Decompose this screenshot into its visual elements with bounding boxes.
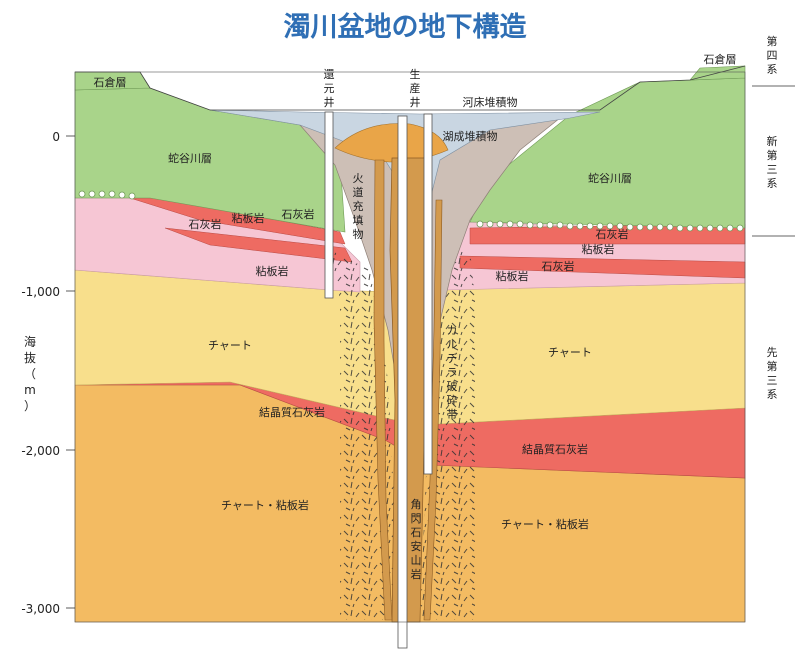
svg-text:物: 物 — [353, 227, 364, 241]
label-ishikura-left: 石倉層 — [94, 75, 127, 89]
label-lake-sediment: 湖成堆積物 — [443, 129, 498, 143]
svg-text:元: 元 — [324, 82, 335, 95]
production-well-left — [397, 115, 408, 649]
svg-text:ル: ル — [447, 338, 458, 351]
svg-text:井: 井 — [324, 95, 335, 109]
svg-text:四: 四 — [767, 49, 778, 62]
svg-text:閃: 閃 — [411, 512, 422, 525]
svg-text:第: 第 — [767, 359, 778, 373]
production-well-right — [423, 113, 433, 475]
svg-text:充: 充 — [353, 199, 364, 213]
era-label-neogene: 新 第 三 系 — [767, 134, 778, 190]
svg-text:角: 角 — [411, 498, 422, 511]
svg-text:破: 破 — [447, 379, 458, 393]
svg-text:道: 道 — [353, 185, 364, 199]
svg-text:石: 石 — [411, 526, 422, 539]
svg-text:生: 生 — [410, 67, 421, 81]
y-tick-label: -1,000 — [21, 285, 60, 299]
svg-text:系: 系 — [767, 63, 778, 76]
label-crystalline-limestone-right: 結晶質石灰岩 — [522, 442, 588, 456]
reinjection-well — [324, 111, 334, 299]
svg-text:デ: デ — [447, 351, 458, 365]
svg-text:井: 井 — [410, 95, 421, 109]
ground-surface — [75, 65, 746, 111]
label-slate: 粘板岩 — [232, 211, 265, 225]
label-limestone: 石灰岩 — [189, 217, 222, 231]
svg-text:還: 還 — [324, 68, 335, 81]
svg-text:第: 第 — [767, 148, 778, 162]
label-production-well: 生 産 井 — [410, 67, 421, 109]
svg-text:産: 産 — [410, 82, 421, 95]
andesite-branch-right — [423, 199, 443, 621]
svg-text:砕: 砕 — [447, 393, 458, 407]
svg-text:カ: カ — [447, 324, 458, 337]
svg-text:ラ: ラ — [447, 366, 458, 379]
label-hornblende-andesite: 角 閃 石 安 山 岩 — [411, 498, 422, 581]
label-slate: 粘板岩 — [582, 242, 615, 256]
svg-text:（: （ — [24, 367, 36, 381]
svg-text:安: 安 — [411, 539, 422, 553]
svg-text:火: 火 — [353, 172, 364, 185]
svg-text:第: 第 — [767, 34, 778, 48]
y-axis-label: 海 抜 （ m ） — [24, 334, 36, 413]
svg-text:m: m — [24, 383, 36, 397]
pebble-row-right — [476, 220, 744, 232]
label-slate: 粘板岩 — [496, 269, 529, 283]
label-reinjection-well: 還 元 井 — [324, 68, 335, 109]
svg-text:系: 系 — [767, 177, 778, 190]
label-chert-left: チャート — [208, 339, 252, 352]
label-caldera-breccia: カ ル デ ラ 破 砕 帯 — [447, 324, 458, 421]
pebble-row-left — [78, 190, 136, 200]
andesite-branch-left — [373, 159, 393, 621]
svg-text:）: ） — [24, 399, 36, 413]
label-crystalline-limestone-left: 結晶質石灰岩 — [259, 405, 325, 419]
svg-text:新: 新 — [767, 134, 778, 148]
y-tick-label: -3,000 — [21, 602, 60, 616]
label-limestone: 石灰岩 — [542, 259, 575, 273]
svg-text:先: 先 — [767, 346, 778, 359]
svg-text:岩: 岩 — [411, 567, 422, 581]
svg-text:抜: 抜 — [24, 351, 36, 365]
svg-text:海: 海 — [24, 334, 36, 349]
svg-text:填: 填 — [353, 213, 364, 227]
svg-text:山: 山 — [411, 554, 422, 567]
plot-frame — [74, 71, 746, 623]
label-hebiyagawa-left: 蛇谷川層 — [168, 151, 212, 165]
y-tick-label: 0 — [52, 130, 60, 144]
era-label-pre-neogene: 先 第 三 系 — [767, 346, 778, 401]
label-slate: 粘板岩 — [256, 264, 289, 278]
label-ishikura-right: 石倉層 — [704, 52, 737, 66]
label-chert-right: チャート — [548, 346, 592, 359]
svg-text:系: 系 — [767, 388, 778, 401]
label-hebiyagawa-right: 蛇谷川層 — [588, 171, 632, 185]
y-axis — [66, 135, 75, 609]
label-limestone: 石灰岩 — [596, 227, 629, 241]
label-chert-slate-right: チャート・粘板岩 — [501, 517, 589, 531]
svg-text:三: 三 — [767, 163, 778, 176]
era-label-quaternary: 第 四 系 — [767, 34, 778, 76]
y-tick-label: -2,000 — [21, 444, 60, 458]
svg-text:三: 三 — [767, 374, 778, 387]
label-limestone: 石灰岩 — [282, 207, 315, 221]
label-chert-slate-left: チャート・粘板岩 — [221, 498, 309, 512]
svg-text:帯: 帯 — [447, 408, 458, 421]
diagram-title: 濁川盆地の地下構造 — [284, 11, 527, 43]
label-riverbed: 河床堆積物 — [463, 95, 518, 109]
label-volcanic-conduit-fill: 火 道 充 填 物 — [353, 172, 364, 241]
